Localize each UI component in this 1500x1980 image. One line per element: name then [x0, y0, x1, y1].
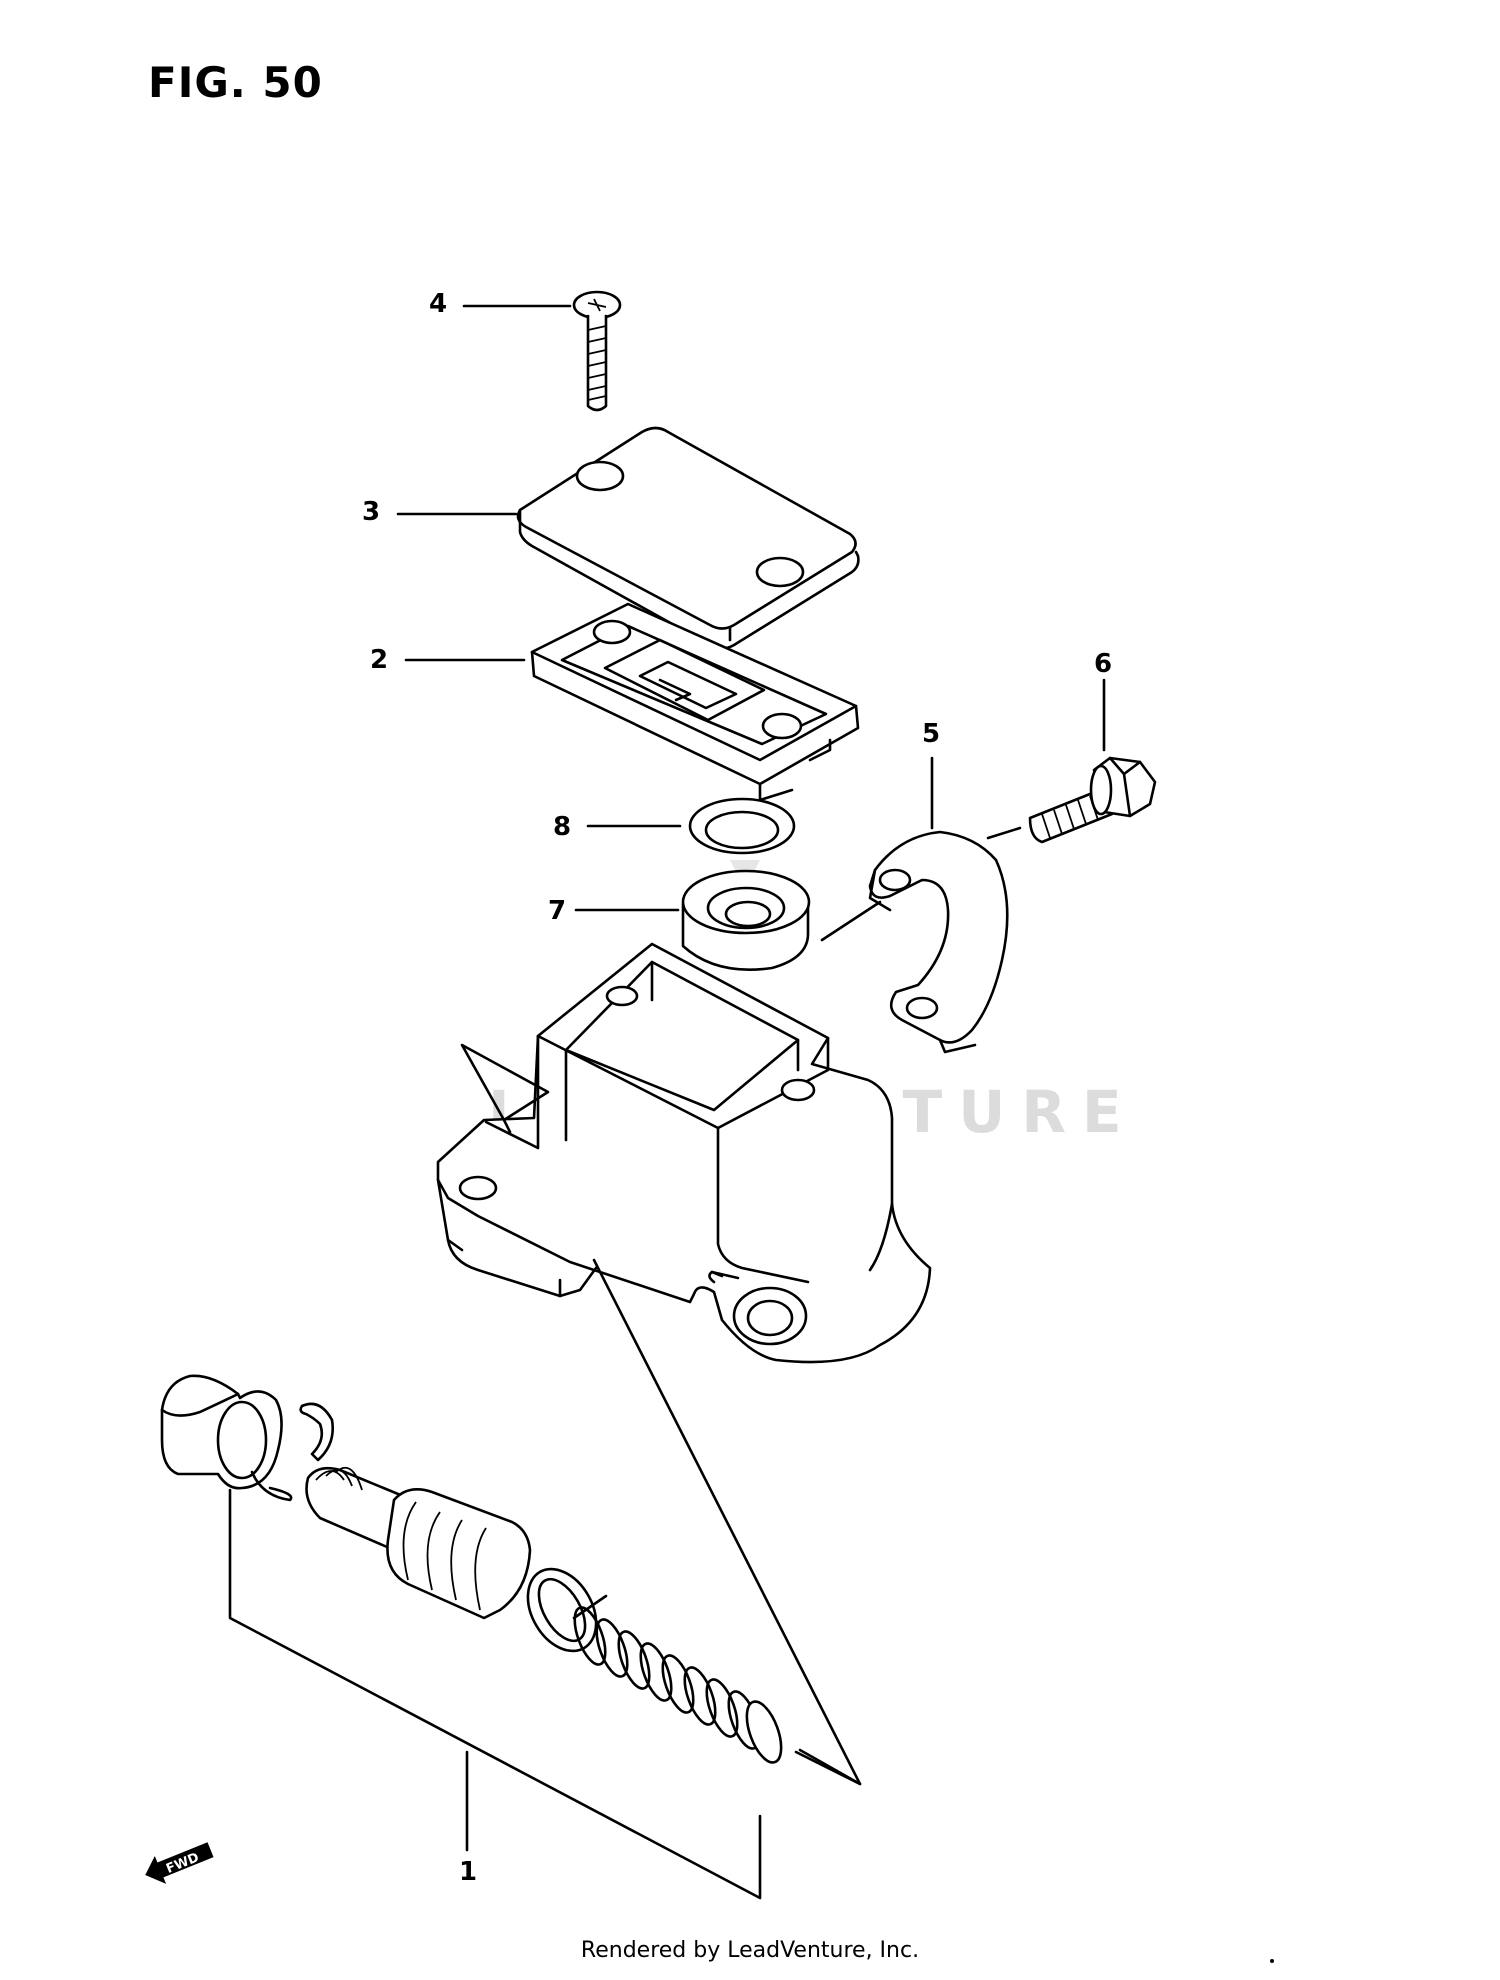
clamp-part-5 — [868, 830, 1009, 1054]
callout-3: 3 — [362, 497, 380, 527]
callout-5: 5 — [922, 719, 940, 749]
stray-mark — [1270, 1959, 1274, 1963]
exploded-view-wedge — [460, 1043, 862, 1786]
callout-2: 2 — [370, 645, 388, 675]
bracket-part-1 — [228, 1488, 762, 1900]
callout-7: 7 — [548, 896, 566, 926]
screw-part-4 — [572, 290, 622, 412]
diaphragm-part-2 — [530, 602, 860, 802]
leader-lines — [396, 304, 1106, 942]
fwd-arrow-icon: FWD — [145, 1842, 214, 1884]
master-cylinder-body — [436, 942, 932, 1364]
spring — [573, 1606, 783, 1764]
figure-title: FIG. 50 — [148, 58, 323, 107]
footer-credit: Rendered by LeadVenture, Inc. — [580, 1938, 920, 1963]
reservoir-cap-part-3 — [516, 426, 860, 650]
bolt-part-6 — [1028, 756, 1157, 844]
callout-6: 6 — [1094, 649, 1112, 679]
callout-4: 4 — [429, 289, 447, 319]
callout-8: 8 — [553, 812, 571, 842]
washer-part-8 — [688, 797, 796, 855]
callout-1: 1 — [459, 1857, 477, 1887]
piston-kit — [160, 1374, 608, 1653]
boot-part-7 — [681, 869, 811, 971]
